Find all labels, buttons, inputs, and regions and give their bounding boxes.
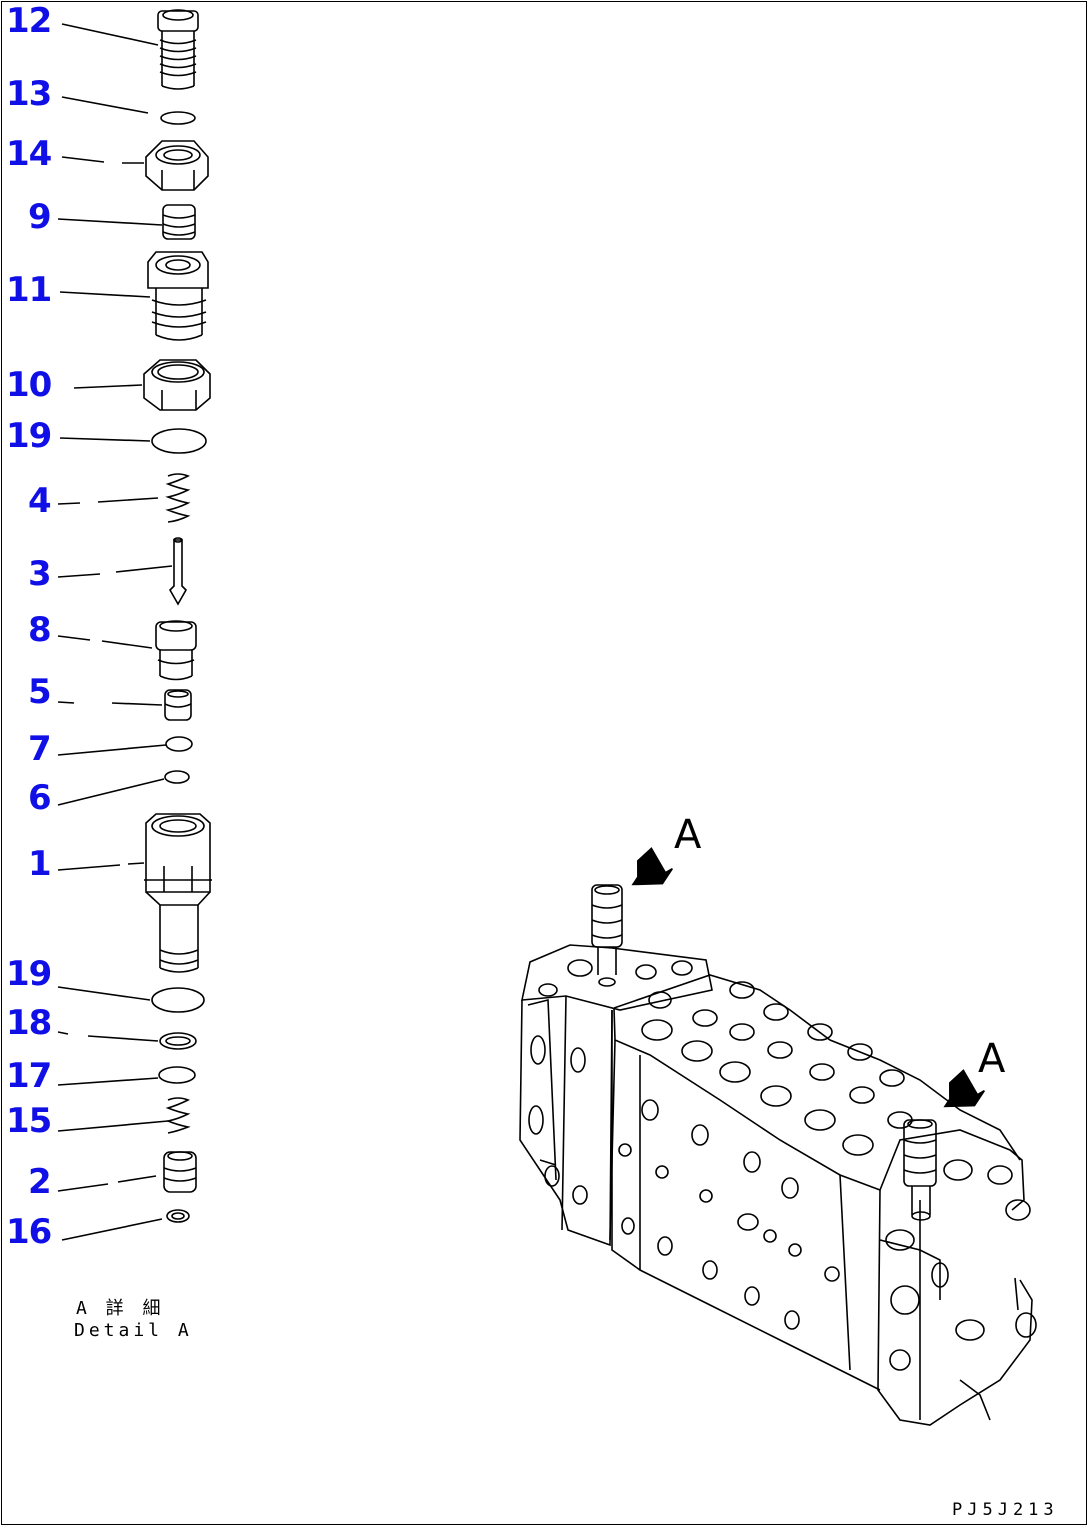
detail-caption-japanese: A 詳 細 — [76, 1298, 165, 1319]
callout-5: 5 — [28, 672, 52, 712]
installed-relief-valve-top — [592, 885, 622, 986]
part-4-spring — [168, 474, 188, 522]
part-19-oring-lower — [152, 988, 204, 1012]
callout-3: 3 — [28, 554, 52, 594]
callout-8: 8 — [28, 610, 52, 650]
callout-12: 12 — [6, 1, 52, 41]
part-15-spring — [168, 1098, 188, 1133]
part-19-oring-upper — [152, 429, 206, 453]
callout-13: 13 — [6, 74, 52, 114]
part-10-nut — [144, 360, 210, 410]
drawing-code: PJ5J213 — [952, 1500, 1059, 1520]
part-11-holder — [148, 252, 208, 340]
part-16-ring — [167, 1210, 189, 1222]
callout-15: 15 — [6, 1101, 52, 1141]
callout-9: 9 — [28, 197, 52, 237]
callout-7: 7 — [28, 729, 52, 769]
callout-11: 11 — [6, 270, 52, 310]
callout-17: 17 — [6, 1056, 52, 1096]
part-3-poppet — [170, 538, 186, 604]
leader-lines — [58, 24, 172, 1240]
part-14-nut — [146, 141, 208, 190]
control-valve-assembly — [520, 945, 1036, 1425]
part-13-oring — [161, 112, 195, 124]
callout-10: 10 — [6, 365, 52, 405]
part-2-piston — [164, 1152, 196, 1192]
callout-18: 18 — [6, 1003, 52, 1043]
part-18-ring — [160, 1033, 196, 1049]
view-arrow-top — [622, 844, 676, 896]
callout-16: 16 — [6, 1212, 52, 1252]
view-arrow-right — [934, 1066, 988, 1118]
installed-relief-valve-right — [904, 1120, 936, 1220]
part-8-valve-seat — [156, 621, 196, 680]
part-17-oring — [159, 1067, 195, 1083]
part-9-sleeve — [163, 205, 195, 239]
detail-caption-english: Detail A — [74, 1320, 193, 1341]
part-6-oring — [165, 771, 189, 783]
part-7-oring — [166, 737, 192, 751]
view-marker-right: A — [978, 1036, 1006, 1082]
callout-1: 1 — [28, 844, 52, 884]
callout-14: 14 — [6, 134, 52, 174]
part-1-body — [144, 814, 212, 972]
callout-19-lower: 19 — [6, 954, 52, 994]
callout-19-upper: 19 — [6, 416, 52, 456]
view-marker-top: A — [674, 812, 702, 858]
part-12-plug — [158, 10, 198, 89]
callout-6: 6 — [28, 778, 52, 818]
part-5-screw — [165, 690, 191, 720]
callout-2: 2 — [28, 1162, 52, 1202]
callout-4: 4 — [28, 481, 52, 521]
